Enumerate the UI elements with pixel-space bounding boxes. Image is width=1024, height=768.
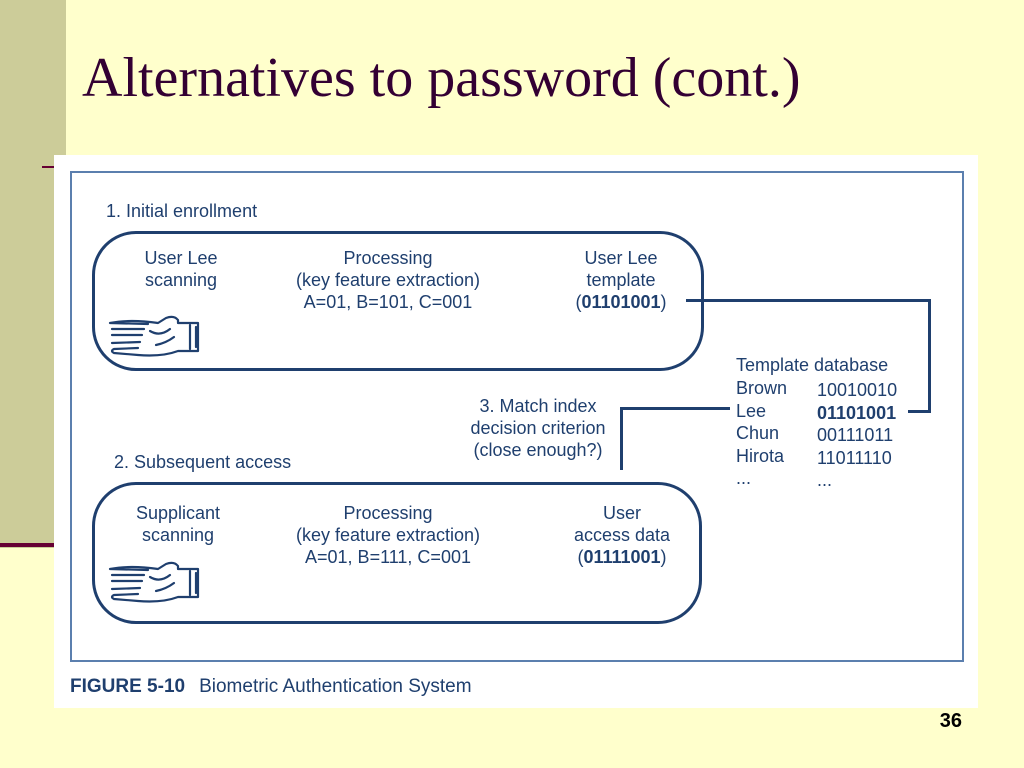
enrollment-heading: 1. Initial enrollment — [106, 201, 258, 221]
enrollment-proc-line1: Processing — [343, 248, 433, 268]
caption-text: Biometric Authentication System — [199, 676, 472, 697]
match-line2: decision criterion — [470, 418, 606, 438]
access-data-open: ( — [577, 547, 584, 567]
enrollment-scan-line1: User Lee — [144, 248, 218, 268]
database-codes: 10010010 01101001 00111011 11011110 ... — [817, 379, 897, 492]
db-lee-connector — [908, 410, 931, 413]
enrollment-template-code: 01101001 — [581, 292, 661, 312]
slide-title: Alternatives to password (cont.) — [82, 47, 801, 109]
accent-rule — [0, 543, 54, 547]
caption-label: FIGURE 5-10 — [70, 676, 186, 697]
hand-scan-icon — [108, 561, 200, 603]
db-row-more-name: ... — [736, 468, 752, 488]
enrollment-scan-label: User Lee scanning — [106, 247, 256, 291]
enrollment-tmpl-code-line: (01101001) — [554, 291, 688, 313]
enrollment-tmpl-close: ) — [660, 292, 667, 312]
access-processing: Processing (key feature extraction) A=01… — [268, 502, 508, 568]
enrollment-template: User Lee template (01101001) — [554, 247, 688, 313]
template-to-db-line-v — [928, 299, 931, 412]
access-data-line2: access data — [573, 525, 671, 545]
figure-caption: FIGURE 5-10 Biometric Authentication Syst… — [70, 676, 472, 698]
access-scan-line1: Supplicant — [135, 503, 221, 523]
db-row-lee-name: Lee — [736, 400, 767, 421]
db-row-brown-name: Brown — [736, 378, 788, 398]
figure-panel: 1. Initial enrollment User Lee scanning … — [54, 155, 978, 708]
db-row-brown-code: 10010010 — [817, 380, 898, 400]
database-names: Brown Lee Chun Hirota ... — [736, 377, 787, 490]
db-row-chun-name: Chun — [736, 423, 780, 443]
db-row-lee-code: 01101001 — [817, 402, 897, 423]
access-heading: 2. Subsequent access — [114, 452, 292, 472]
match-connector-h — [620, 407, 730, 410]
match-line1: 3. Match index — [479, 396, 597, 416]
enrollment-proc-line3: A=01, B=101, C=001 — [303, 292, 473, 312]
access-data-close: ) — [660, 547, 667, 567]
access-data-code: 01111001 — [583, 547, 661, 567]
access-proc-line2: (key feature extraction) — [295, 525, 481, 545]
access-proc-line3: A=01, B=111, C=001 — [305, 547, 471, 567]
hand-scan-icon — [108, 315, 200, 357]
access-data-line1: User — [602, 503, 641, 523]
access-data-code-line: (01111001) — [552, 546, 692, 568]
figure-frame — [70, 171, 964, 662]
match-criterion: 3. Match index decision criterion (close… — [458, 395, 618, 461]
page-number: 36 — [939, 710, 962, 732]
access-box — [92, 482, 702, 624]
enrollment-processing: Processing (key feature extraction) A=01… — [268, 247, 508, 313]
access-data: User access data (01111001) — [552, 502, 692, 568]
db-row-hirota-code: 11011110 — [817, 447, 892, 468]
access-proc-line1: Processing — [343, 503, 433, 523]
accent-tick — [42, 166, 54, 168]
template-to-db-line-h — [686, 299, 930, 302]
enrollment-proc-line2: (key feature extraction) — [295, 270, 481, 290]
db-row-hirota-name: Hirota — [736, 445, 785, 466]
match-line3: (close enough?) — [473, 440, 603, 460]
match-connector-v — [620, 407, 623, 470]
enrollment-tmpl-line2: template — [586, 270, 656, 290]
enrollment-scan-line2: scanning — [144, 270, 218, 290]
enrollment-tmpl-line1: User Lee — [584, 248, 658, 268]
access-scan-label: Supplicant scanning — [98, 502, 258, 546]
db-row-more-code: ... — [817, 470, 833, 490]
access-scan-line2: scanning — [141, 525, 215, 545]
database-title: Template database — [736, 355, 889, 375]
enrollment-tmpl-open: ( — [575, 292, 582, 312]
db-row-chun-code: 00111011 — [817, 425, 894, 445]
